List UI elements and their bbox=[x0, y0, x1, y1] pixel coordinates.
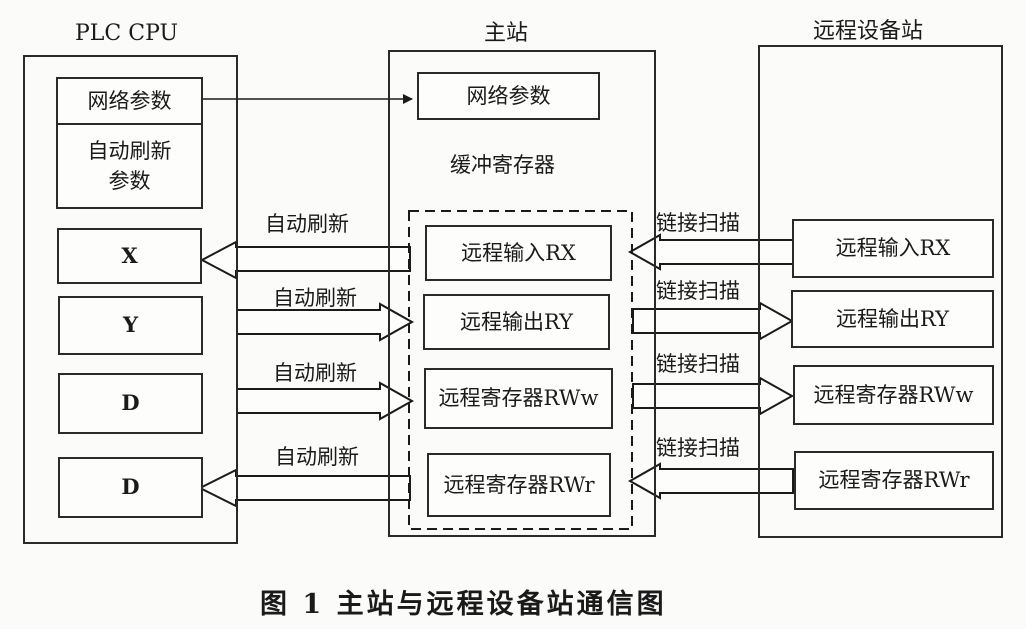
buffer-register-label: 缓冲寄存器 bbox=[450, 153, 555, 177]
plc-network-params-box: 网络参数 bbox=[56, 77, 203, 125]
plc-d-device-box-1: D bbox=[58, 373, 203, 434]
plc-cpu-panel bbox=[23, 55, 238, 544]
remote-station-title: 远程设备站 bbox=[813, 19, 924, 44]
link-scan-label-3: 链接扫描 bbox=[656, 352, 740, 376]
auto-refresh-arrow-rww bbox=[236, 381, 415, 421]
figure-caption: 图 1 主站与远程设备站通信图 bbox=[260, 589, 667, 620]
remote-station-panel bbox=[758, 45, 1003, 538]
plc-y-device-box: Y bbox=[58, 296, 203, 355]
link-scan-arrow-rx bbox=[627, 233, 794, 271]
plc-auto-refresh-params-box: 自动刷新 参数 bbox=[56, 123, 203, 209]
plc-cpu-title: PLC CPU bbox=[75, 21, 179, 46]
link-scan-arrow-rwr bbox=[627, 462, 794, 500]
remote-rww-label: 远程寄存器RWw bbox=[813, 382, 974, 407]
link-scan-label-2: 链接扫描 bbox=[656, 279, 740, 303]
master-remote-input-rx-box: 远程输入RX bbox=[425, 225, 612, 281]
master-remote-output-ry-box: 远程输出RY bbox=[423, 294, 610, 350]
plc-auto-refresh-params-line1: 自动刷新 bbox=[87, 138, 172, 163]
master-remote-register-rwr-box: 远程寄存器RWr bbox=[427, 453, 611, 517]
remote-rwr-label: 远程寄存器RWr bbox=[818, 468, 970, 493]
auto-refresh-label-2: 自动刷新 bbox=[273, 286, 357, 310]
master-rx-label: 远程输入RX bbox=[461, 240, 576, 265]
link-scan-label-1: 链接扫描 bbox=[656, 211, 740, 235]
link-scan-label-4: 链接扫描 bbox=[656, 436, 740, 460]
remote-ry-label: 远程输出RY bbox=[835, 306, 950, 331]
remote-output-ry-box: 远程输出RY bbox=[791, 290, 994, 348]
master-network-params-box: 网络参数 bbox=[417, 72, 600, 120]
plc-d-label-1: D bbox=[121, 390, 140, 416]
master-rwr-label: 远程寄存器RWr bbox=[443, 472, 595, 497]
plc-auto-refresh-params-line2: 参数 bbox=[108, 169, 151, 193]
remote-register-rwr-box: 远程寄存器RWr bbox=[794, 451, 994, 510]
plc-y-label: Y bbox=[123, 312, 138, 338]
master-ry-label: 远程输出RY bbox=[459, 309, 574, 334]
auto-refresh-label-1: 自动刷新 bbox=[265, 212, 349, 236]
plc-x-label: X bbox=[121, 242, 138, 268]
master-remote-register-rww-box: 远程寄存器RWw bbox=[424, 368, 613, 429]
remote-rx-label: 远程输入RX bbox=[835, 236, 951, 261]
plc-d-label-2: D bbox=[121, 474, 140, 500]
auto-refresh-label-4: 自动刷新 bbox=[275, 445, 359, 469]
auto-refresh-arrow-y bbox=[236, 302, 415, 342]
remote-input-rx-box: 远程输入RX bbox=[792, 219, 994, 278]
plc-x-device-box: X bbox=[57, 228, 202, 284]
remote-register-rww-box: 远程寄存器RWw bbox=[793, 365, 994, 425]
master-station-panel bbox=[388, 50, 656, 537]
master-rww-label: 远程寄存器RWw bbox=[438, 386, 599, 411]
plc-network-params-label: 网络参数 bbox=[87, 88, 172, 113]
plc-d-device-box-2: D bbox=[58, 457, 203, 518]
auto-refresh-label-3: 自动刷新 bbox=[273, 361, 357, 385]
master-network-params-label: 网络参数 bbox=[466, 83, 551, 108]
master-station-title: 主站 bbox=[484, 21, 529, 46]
